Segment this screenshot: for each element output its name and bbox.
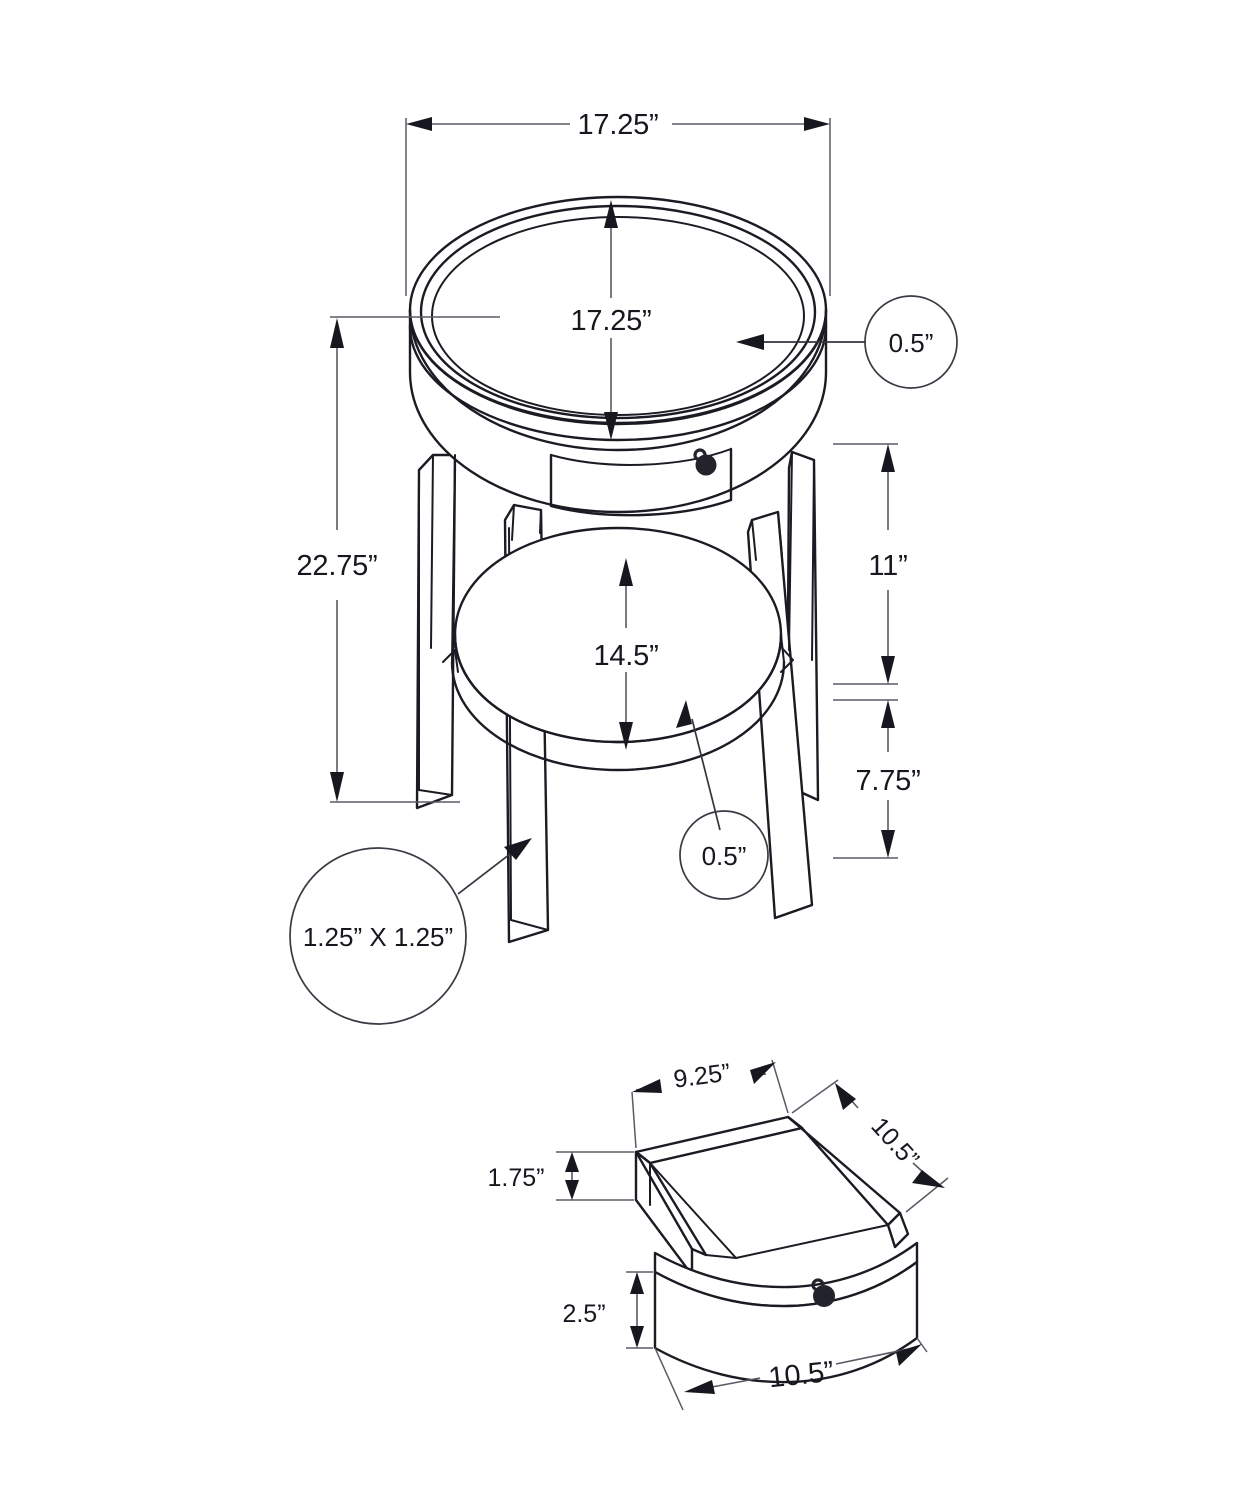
lower-shelf [442,526,794,772]
dim-label-shelf-diameter: 14.5” [593,640,658,672]
dim-top-depth: 17.25” [570,200,652,440]
drawer-detail-knob-ring-icon [811,1278,825,1292]
callout-bubble-top [864,295,958,389]
dim-label-drawer-front-width: 10.5” [767,1356,835,1395]
dim-label-shelf-to-floor: 7.75” [855,765,920,797]
dim-label-drawer-box-height: 1.75” [488,1164,545,1192]
drawer-knob-ring-icon [693,448,707,462]
callout-top-thickness: 0.5” [736,295,958,389]
dim-top-to-shelf: 11” [833,443,908,685]
drawer-detail-view [634,1115,919,1384]
dim-label-drawer-inner-width: 9.25” [672,1058,732,1093]
callout-bubble-leg [289,847,467,1025]
dim-label-drawer-front-height: 2.5” [562,1300,605,1328]
leg-hidden-edges [430,451,815,663]
table-apron [408,308,828,514]
callout-label-shelf-thickness: 0.5” [702,841,747,871]
dim-label-top-depth: 17.25” [570,305,651,337]
dim-drawer-front-height: 2.5” [562,1271,653,1349]
callout-label-top-thickness: 0.5” [889,328,934,358]
dim-overall-height: 22.75” [296,316,500,803]
dim-label-drawer-side-depth: 10.5” [865,1112,924,1173]
dim-drawer-inner-width: 9.25” [631,1058,789,1149]
callout-leg-section: 1.25” X 1.25” [289,838,532,1025]
dim-drawer-box-height: 1.75” [488,1151,634,1201]
dim-shelf-to-floor: 7.75” [833,699,921,859]
dim-label-top-to-shelf: 11” [868,550,907,582]
dim-drawer-front-width: 10.5” [654,1337,928,1411]
dim-shelf-diameter: 14.5” [593,558,659,750]
callout-label-leg-section: 1.25” X 1.25” [303,922,453,952]
dim-label-top-width: 17.25” [577,109,658,141]
dim-label-overall-height: 22.75” [296,550,377,582]
drawer-front-on-table [549,447,733,517]
callout-bubble-shelf [679,810,769,900]
callout-shelf-thickness: 0.5” [676,700,769,900]
drawer-box [634,1115,910,1277]
dim-top-width: 17.25” [405,109,831,296]
table-top [408,195,828,442]
table-isometric-view [408,195,828,944]
